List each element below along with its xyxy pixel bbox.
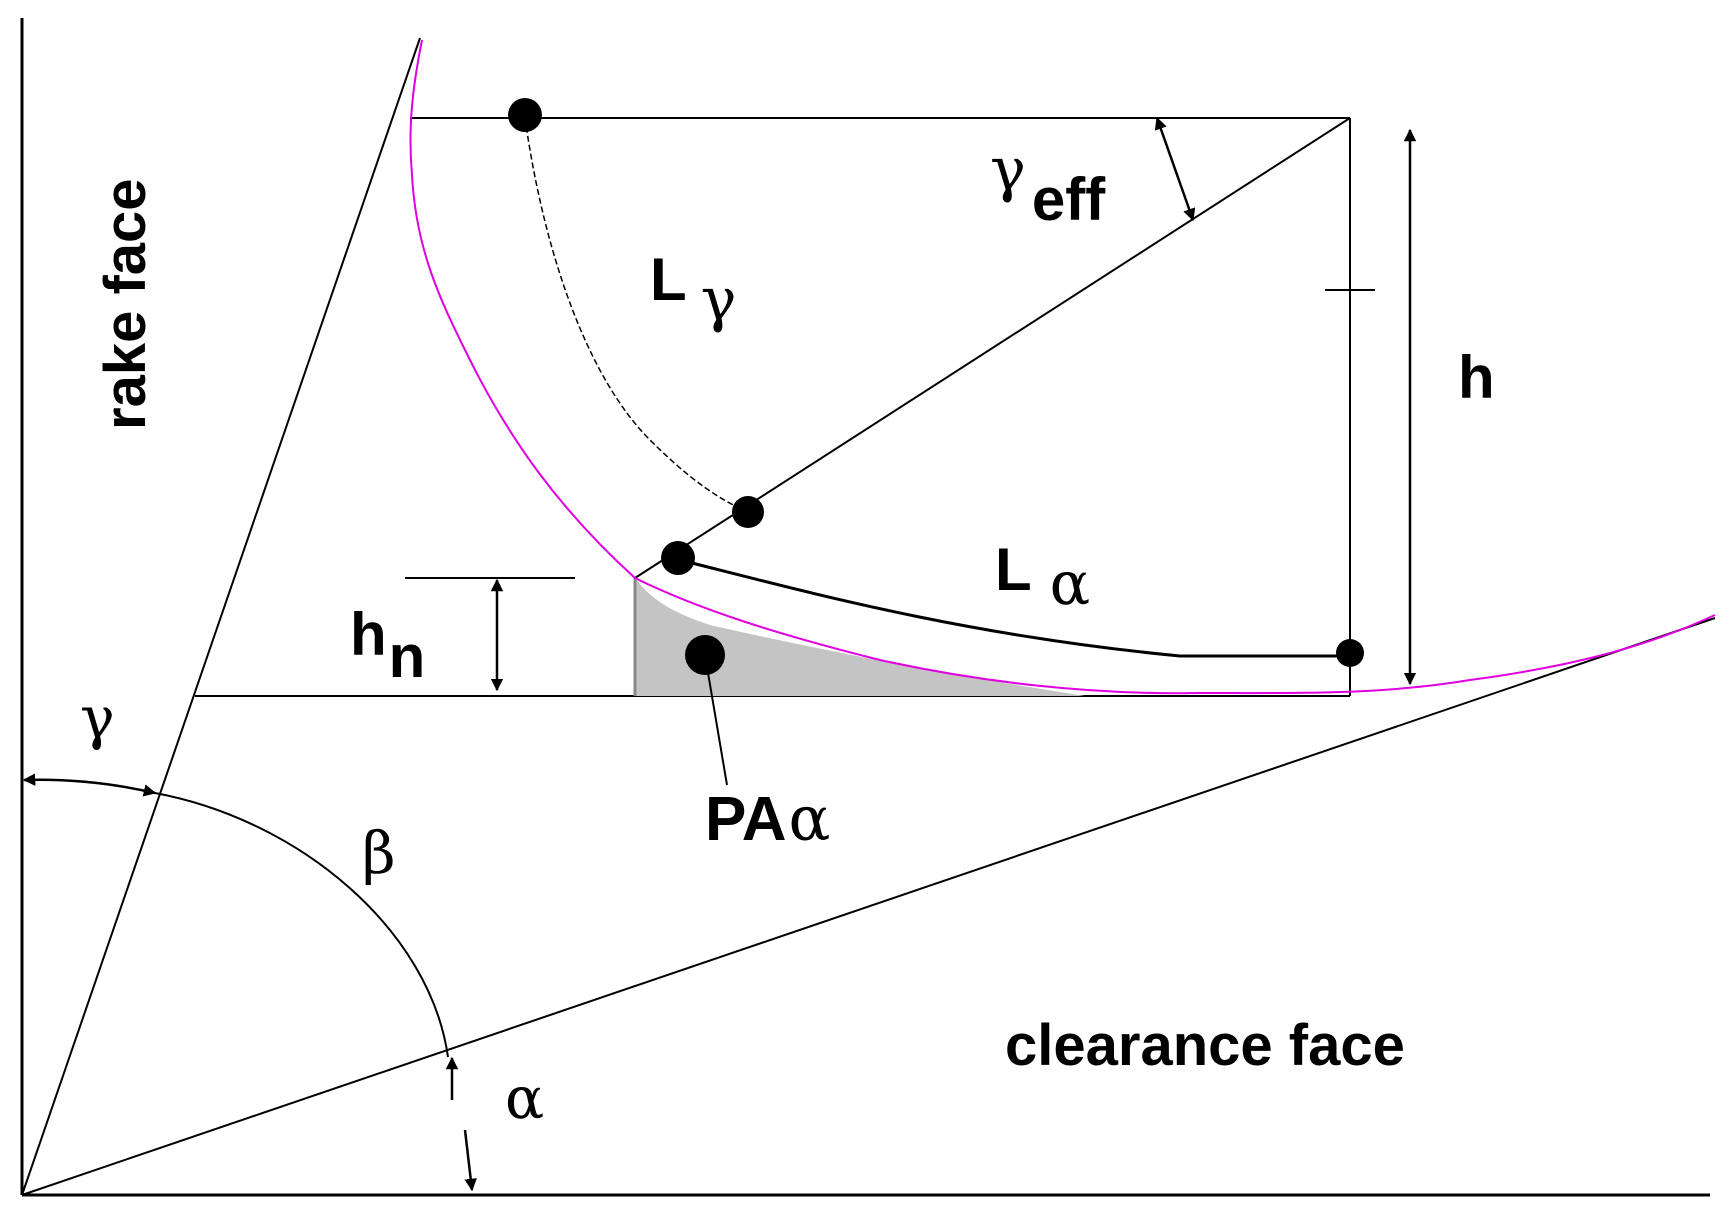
l-alpha-main: L: [995, 536, 1032, 603]
pa-alpha-label: PAα: [705, 782, 830, 855]
beta-arc: [154, 792, 449, 1058]
gamma-arc-arrow: [22, 773, 157, 797]
cutting-edge-profile: [409, 39, 1716, 695]
rake-face-line: [21, 37, 421, 1196]
clearance-face-label: clearance face: [1005, 1013, 1405, 1078]
pa-alpha-main: PA: [705, 785, 787, 854]
point-top: [508, 98, 542, 132]
pa-alpha-leader: [704, 654, 728, 786]
hn-label-main: h: [350, 601, 387, 668]
l-alpha-curve: [679, 558, 1350, 658]
alpha-label: α: [505, 1064, 544, 1132]
gamma-eff-arrow: [1154, 116, 1196, 222]
gamma-label: γ: [80, 684, 115, 752]
pa-alpha-shaded-region: [635, 578, 1085, 696]
l-alpha-sub: α: [1050, 549, 1091, 619]
hn-label: hn: [350, 601, 425, 690]
hn-label-sub: n: [389, 623, 426, 690]
point-right: [1336, 639, 1364, 667]
gamma-eff-main: γ: [990, 135, 1026, 205]
h-label: h: [1458, 344, 1495, 411]
point-diagonal-lower: [661, 541, 695, 575]
l-gamma-main: L: [650, 246, 687, 313]
alpha-arrow-lower: [463, 1129, 477, 1192]
gamma-eff-sub: eff: [1032, 166, 1106, 233]
l-gamma-sub: γ: [701, 265, 737, 335]
rake-face-label: rake face: [93, 178, 158, 430]
point-diagonal-upper: [732, 496, 764, 528]
pa-alpha-sub: α: [789, 782, 831, 855]
clearance-face-line: [21, 617, 1716, 1196]
l-gamma-curve: [524, 117, 749, 513]
beta-label: β: [362, 819, 396, 887]
